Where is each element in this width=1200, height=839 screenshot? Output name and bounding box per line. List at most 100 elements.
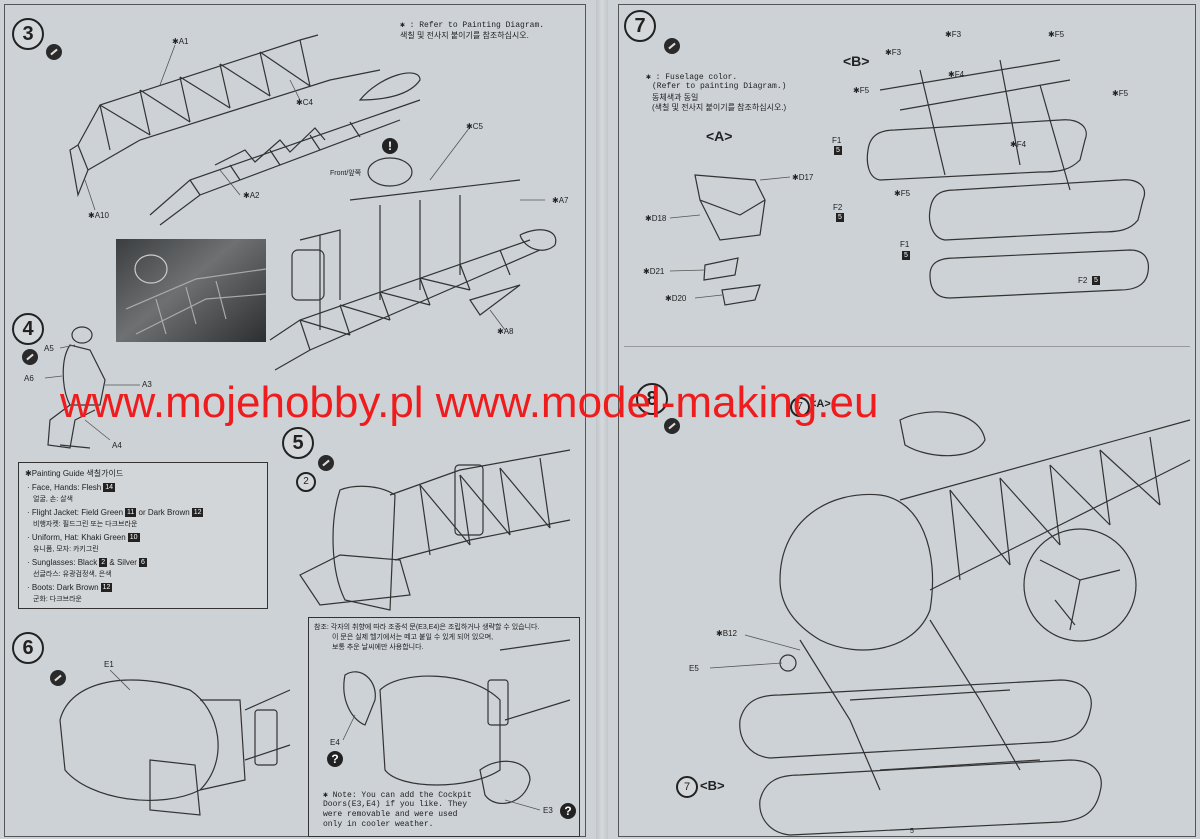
guide-text-boots: · Boots: Dark Brown — [27, 583, 99, 592]
part-label-a2: ✱A2 — [243, 191, 260, 200]
step6-note-box — [308, 617, 580, 837]
step8-divider — [624, 346, 1190, 347]
right-page-frame — [618, 4, 1196, 837]
step8-callout-b: 7 — [676, 776, 698, 798]
step-number-6: 6 — [12, 632, 44, 664]
paint-number-badge: 11 — [125, 508, 137, 518]
step7-note-3: 동체색과 동일 — [652, 93, 699, 102]
paint-number-badge: 5 — [1092, 276, 1100, 285]
step3-note-kr: 색칠 및 전사지 붙이기를 참조하십시오. — [400, 31, 529, 40]
glue-icon — [664, 38, 680, 54]
step7-note-2: (Refer to painting Diagram.) — [652, 82, 787, 91]
part-label-a4: A4 — [112, 441, 122, 450]
step-number-4: 4 — [12, 313, 44, 345]
glue-icon — [318, 455, 334, 471]
part-label-f3-left: ✱F3 — [885, 48, 902, 57]
page-fold — [596, 0, 608, 839]
step5-callout: 2 — [296, 472, 316, 492]
front-label: Front/앞쪽 — [330, 170, 362, 177]
painting-guide-box: ✱Painting Guide 색칠가이드 · Face, Hands: Fle… — [18, 462, 268, 609]
step6-kr-note-2: 이 문은 실제 헬기에서는 떼고 붙일 수 있게 되어 있으며, — [332, 634, 494, 641]
cockpit-doors-step6 — [343, 639, 571, 804]
paint-number-badge: 5 — [836, 213, 844, 222]
part-label-e5: E5 — [689, 664, 699, 673]
step-number-7: 7 — [624, 10, 656, 42]
step6-kr-note-3: 보통 추운 날씨에만 사용합니다. — [332, 644, 424, 651]
part-label-b12: ✱B12 — [716, 629, 737, 638]
question-icon: ? — [327, 751, 343, 767]
part-label-f5-mid: ✱F5 — [894, 189, 911, 198]
step7-b-floats — [866, 59, 1150, 299]
part-label-a7: ✱A7 — [552, 196, 569, 205]
step8-callout-a-label: <A> — [810, 398, 831, 410]
paint-number-badge: 5 — [902, 251, 910, 260]
step6-kr-note-1: 참조: 각자의 취향에 따라 조종석 문(E3,E4)은 조립하거나 생략할 수… — [314, 624, 540, 631]
guide-kr-sunglasses: 선글라스: 유광검정색, 은색 — [33, 571, 112, 578]
step8-helicopter — [739, 411, 1191, 836]
step8-callout-b-label: <B> — [700, 778, 725, 793]
part-label-f5-right: ✱F5 — [1112, 89, 1129, 98]
reference-photo — [116, 239, 266, 342]
guide-text-sunglasses-alt: & Silver — [107, 558, 137, 567]
part-label-a1: ✱A1 — [172, 37, 189, 46]
part-label-e3: E3 — [543, 806, 553, 815]
canopy-step6 — [59, 679, 291, 816]
part-label-c4: ✱C4 — [296, 98, 313, 107]
part-label-a6: A6 — [24, 374, 34, 383]
leader-lines — [44, 44, 801, 811]
paint-number-badge: 10 — [127, 533, 140, 543]
step6-en-note-1: ✱ Note: You can add the Cockpit — [323, 791, 472, 800]
float-label-f2-lower: F2 — [1078, 276, 1088, 285]
front-indicator-bubble — [367, 157, 413, 187]
question-icon: ? — [560, 803, 576, 819]
paint-number-badge: 14 — [103, 483, 116, 493]
step6-en-note-3: were removable and were used — [323, 810, 458, 819]
part-label-d20: ✱D20 — [665, 294, 687, 303]
paint-number-badge: 12 — [191, 508, 204, 518]
part-label-c5: ✱C5 — [466, 122, 483, 131]
photo-frame-lines — [125, 254, 266, 335]
glue-icon — [22, 349, 38, 365]
paint-number-badge: 2 — [99, 558, 108, 568]
step-number-5: 5 — [282, 427, 314, 459]
guide-text-sunglasses: · Sunglasses: Black — [27, 558, 98, 567]
glue-icon — [46, 44, 62, 60]
step3-note-en: ✱ : Refer to Painting Diagram. — [400, 21, 545, 30]
tail-boom-frame-lower — [149, 72, 421, 226]
paint-number-badge: 5 — [834, 146, 842, 155]
pilot-figure — [47, 326, 106, 449]
step7-label-a: <A> — [706, 128, 733, 144]
part-label-e1: E1 — [104, 660, 114, 669]
glue-icon — [50, 670, 66, 686]
part-label-d18: ✱D18 — [645, 214, 667, 223]
assembled-tail-boom — [269, 179, 557, 371]
step7-note-1: ✱ : Fuselage color. — [646, 73, 738, 82]
guide-kr-boots: 군화: 다크브라운 — [33, 596, 82, 603]
guide-kr-jacket: 비행자켓: 필드그린 또는 다크브라운 — [33, 521, 138, 528]
guide-kr-uniform: 유니폼, 모자: 카키그린 — [33, 546, 99, 553]
exclamation-icon: ! — [382, 138, 398, 154]
step7-a-parts — [694, 174, 766, 306]
glue-icon — [664, 418, 680, 434]
part-label-a8: ✱A8 — [497, 327, 514, 336]
step7-note-4: (색칠 및 전사지 붙이기를 참조하십시오.) — [652, 103, 787, 112]
tail-boom-frame-upper — [69, 34, 381, 198]
float-label-f1-lower: F1 — [900, 240, 910, 249]
float-label-f2-upper: F2 — [833, 203, 843, 212]
part-label-e4: E4 — [330, 738, 340, 747]
watermark-text: www.mojehobby.pl www.model-making.eu — [60, 378, 879, 427]
part-label-a10: ✱A10 — [88, 211, 109, 220]
paint-number-badge: 6 — [138, 558, 147, 568]
part-label-f5-left: ✱F5 — [853, 86, 870, 95]
part-label-f5-top: ✱F5 — [1048, 30, 1065, 39]
guide-text-jacket-alt: or Dark Brown — [136, 508, 190, 517]
part-label-d21: ✱D21 — [643, 267, 665, 276]
guide-text-jacket: · Flight Jacket: Field Green — [27, 508, 124, 517]
guide-kr-face: 얼굴, 손: 살색 — [33, 496, 73, 503]
